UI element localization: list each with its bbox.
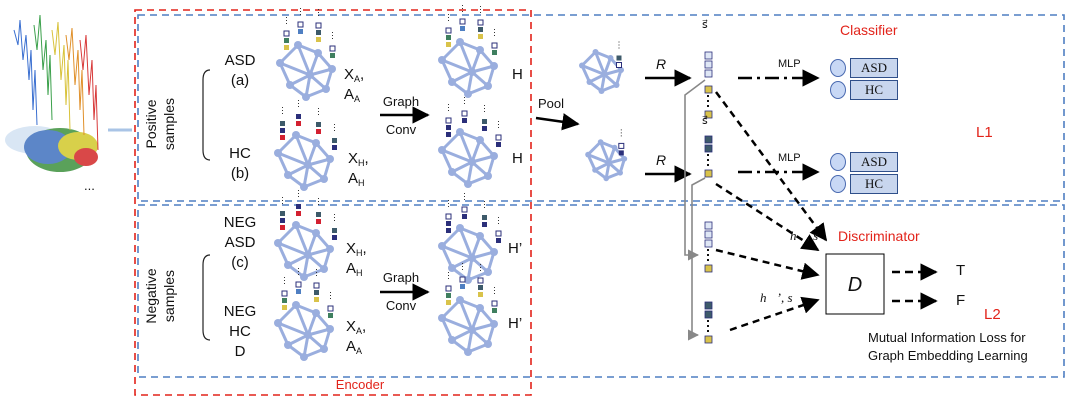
negative-samples-label: Negative samples [143,268,177,324]
output-false-label: F [956,292,966,309]
neg-vector-bottom [704,301,713,344]
h-label-mid: H [512,150,523,167]
neg-asd-c-label: (c) [231,254,249,271]
asd-label: ASD [224,52,256,69]
aa-label-top: AA [344,86,361,104]
graph-neg-asd-embedded [438,192,502,284]
graph-neg-hc-input [274,267,334,361]
xh-label-bottom: XH, [346,240,367,258]
graph-neg-asd-input [274,189,337,281]
mlp-label-bottom: MLP [778,152,801,164]
mi-loss-label-1: Mutual Information Loss for [868,330,1026,345]
xa-label-bottom: XA, [346,318,367,336]
positive-samples-label: Positive samples [143,97,177,151]
route-line-1 [684,79,706,261]
positive-frame [137,14,1065,202]
hc-b-label: (b) [230,165,250,182]
ah-label-bottom: AH [346,260,363,278]
graph-pooled-bottom [585,128,628,182]
graph-conv-label-top-2: Conv [385,122,417,137]
negative-bracket [202,254,211,341]
h-s-label: h⃗, s⃗ [790,228,829,243]
neg-asd-label-2: ASD [224,234,256,251]
readout-label-top: R [656,56,667,72]
route-line-2 [687,177,706,341]
class-node-hc-top [830,81,846,99]
class-node-asd-bottom [830,153,846,171]
mlp-label-top: MLP [778,58,801,70]
output-true-label: T [956,262,966,279]
neg-hc-label-2: HC [229,323,251,340]
arrow-hp-s-2 [729,296,820,332]
loss-l2-label: L2 [984,306,1001,323]
positive-bracket [202,69,211,161]
mi-loss-label-2: Graph Embedding Learning [868,348,1028,363]
arrow-h-s-2 [715,182,820,252]
neg-asd-label-1: NEG [223,214,257,231]
neg-hc-label-1: NEG [223,303,257,320]
summary-s-label-bottom: s⃗ [702,115,708,127]
graph-neg-hc-embedded [438,262,498,356]
neg-vector-top [704,221,713,273]
graph-conv-label-top-1: Graph [382,94,420,109]
class-asd-top: ASD [850,58,898,78]
graph-conv-label-bottom-1: Graph [382,270,420,285]
h-prime-label-bottom: H’ [508,315,523,332]
xa-label-top: XA, [344,66,365,84]
hp-s-label: h⃗’, s⃗ [760,290,803,305]
class-asd-bottom: ASD [850,152,898,172]
class-node-hc-bottom [830,175,846,193]
graph-hc-embedded [438,96,502,188]
loss-l1-label: L1 [976,124,993,141]
neg-hc-d-label: D [234,343,246,360]
pool-label: Pool [538,96,565,111]
graph-pooled-top [579,40,624,94]
classifier-label: Classifier [840,22,898,38]
hc-label: HC [229,145,251,162]
encoder-label: Encoder [335,377,385,392]
ellipsis-label: ... [84,178,95,193]
negative-frame [137,204,1065,378]
asd-a-label: (a) [230,72,250,89]
pool-arrow [535,113,580,131]
summary-vector-top [704,51,713,78]
graph-asd-embedded [438,4,498,98]
node-vector-bottom [704,135,713,178]
readout-label-bottom: R [656,152,667,168]
summary-s-label-top: s⃗ [702,19,708,31]
discriminator-label: Discriminator [838,228,920,244]
class-node-asd-top [830,59,846,77]
graph-conv-label-bottom-2: Conv [385,298,417,313]
class-hc-top: HC [850,80,898,100]
ah-label-top: AH [348,170,365,188]
class-hc-bottom: HC [850,174,898,194]
h-label-top: H [512,66,523,83]
encoder-frame [134,9,532,396]
discriminator-d-label: D [847,274,863,296]
arrow-hp-s-1 [715,248,820,280]
arrow-h-s-1 [714,91,828,242]
graph-hc-input [274,99,337,191]
xh-label-top: XH, [348,150,369,168]
h-prime-label-top: H’ [508,240,523,257]
aa-label-bottom: AA [346,338,363,356]
node-vector-top [704,85,713,119]
graph-asd-input [276,7,336,101]
discriminator-box [825,253,885,315]
brain-eeg-icon [5,14,99,172]
